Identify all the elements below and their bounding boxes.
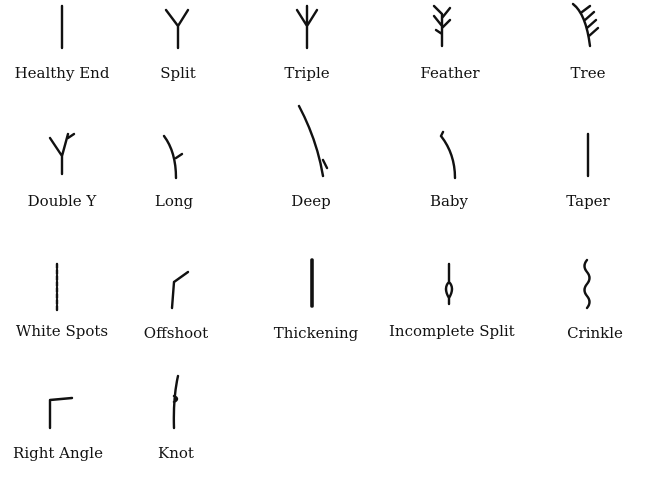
item-label: White Spots <box>15 322 109 340</box>
baby-split-icon <box>439 130 457 180</box>
offshoot-icon <box>170 270 190 310</box>
long-split-icon <box>162 134 184 180</box>
item-long: Long <box>114 124 234 234</box>
item-label: Incomplete Split <box>389 322 515 340</box>
item-healthy-end: Healthy End <box>2 0 122 110</box>
item-offshoot: Offshoot <box>116 254 236 364</box>
item-deep: Deep <box>251 100 371 210</box>
taper-icon <box>586 132 590 178</box>
item-double-y: Double Y <box>2 124 122 234</box>
right-angle-icon <box>48 396 74 430</box>
thickening-icon <box>310 258 314 308</box>
item-label: Healthy End <box>14 64 110 82</box>
knot-icon <box>172 374 180 430</box>
item-label: Crinkle <box>567 324 623 342</box>
incomplete-split-icon <box>444 262 454 306</box>
item-triple: Triple <box>247 0 367 110</box>
white-spots-icon <box>55 262 59 312</box>
item-label: Feather <box>420 64 480 82</box>
item-tree: Tree <box>528 0 646 110</box>
double-y-icon <box>48 132 76 176</box>
item-baby: Baby <box>389 124 509 234</box>
item-white-spots: White Spots <box>2 254 122 364</box>
item-label: Baby <box>429 192 469 210</box>
item-crinkle: Crinkle <box>535 254 646 364</box>
item-taper: Taper <box>528 124 646 234</box>
item-label: Deep <box>291 192 331 210</box>
item-label: Knot <box>158 444 194 462</box>
item-label: Taper <box>566 192 610 210</box>
item-label: Thickening <box>273 324 359 342</box>
item-label: Triple <box>284 64 330 82</box>
item-knot: Knot <box>116 374 236 484</box>
item-label: Long <box>154 192 194 210</box>
item-label: Right Angle <box>13 444 103 462</box>
item-right-angle: Right Angle <box>0 374 118 484</box>
item-incomplete-split: Incomplete Split <box>389 254 515 364</box>
split-end-icon <box>164 8 190 50</box>
healthy-end-icon <box>60 4 64 50</box>
feather-split-icon <box>432 4 452 48</box>
tree-split-icon <box>571 2 600 48</box>
crinkle-icon <box>583 258 591 310</box>
item-label: Double Y <box>27 192 97 210</box>
item-label: Split <box>160 64 196 82</box>
deep-split-icon <box>297 104 329 178</box>
triple-split-icon <box>295 4 319 50</box>
item-feather: Feather <box>390 0 510 110</box>
item-thickening: Thickening <box>256 254 376 364</box>
item-split: Split <box>118 0 238 110</box>
item-label: Offshoot <box>143 324 209 342</box>
item-label: Tree <box>570 64 606 82</box>
